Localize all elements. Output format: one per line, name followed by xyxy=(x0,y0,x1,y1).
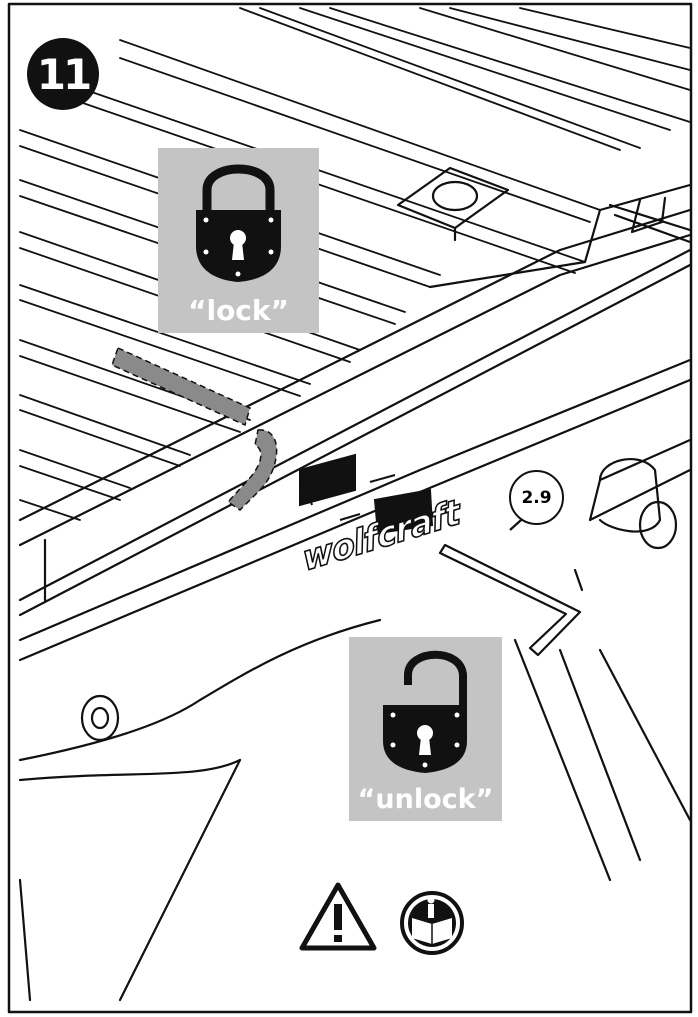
warning-triangle-icon xyxy=(299,882,377,951)
padlock-open-icon xyxy=(383,650,467,773)
padlock-closed-icon xyxy=(196,164,281,282)
unlock-caption: “unlock” xyxy=(357,784,494,815)
hex-key-icon xyxy=(438,511,582,657)
read-manual-icon xyxy=(400,891,464,955)
unlock-panel: “unlock” xyxy=(349,637,502,821)
grating-ribs xyxy=(19,7,691,521)
lock-caption: “lock” xyxy=(188,294,289,327)
double-arrow-icon xyxy=(299,453,434,535)
locking-pin xyxy=(111,346,278,511)
step-number-badge: 11 xyxy=(27,38,99,110)
hex-key-size-label: 2.9 xyxy=(509,470,564,525)
lock-panel: “lock” xyxy=(158,148,319,333)
